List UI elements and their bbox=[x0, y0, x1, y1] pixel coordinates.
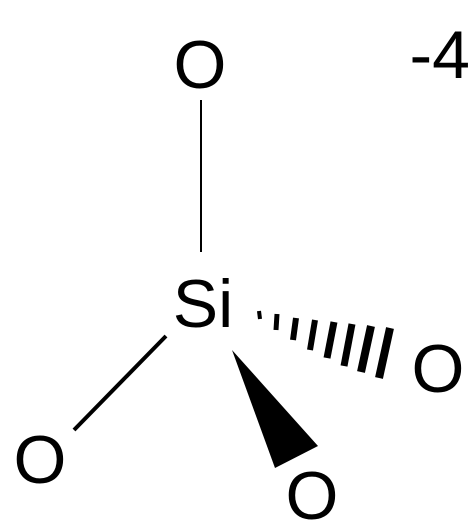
hash-mark bbox=[257, 310, 262, 320]
hash-mark bbox=[323, 321, 338, 359]
atom-o-bottom-left: O bbox=[14, 422, 67, 498]
atom-o-top: O bbox=[174, 27, 227, 103]
hash-mark bbox=[357, 325, 375, 373]
bond-si-o-hashed-wedge bbox=[257, 310, 394, 379]
hash-mark bbox=[273, 313, 280, 331]
hash-mark bbox=[307, 319, 318, 351]
charge-label: -4 bbox=[410, 17, 470, 93]
bond-si-o-bottom-left bbox=[72, 334, 168, 432]
atom-o-right: O bbox=[412, 331, 465, 407]
bond-si-o-solid-wedge bbox=[232, 350, 318, 468]
hash-mark bbox=[375, 327, 394, 379]
atom-o-bottom-wedge: O bbox=[286, 458, 339, 527]
atom-si-center: Si bbox=[173, 266, 233, 342]
hash-mark bbox=[340, 323, 356, 367]
hash-mark bbox=[290, 317, 299, 341]
